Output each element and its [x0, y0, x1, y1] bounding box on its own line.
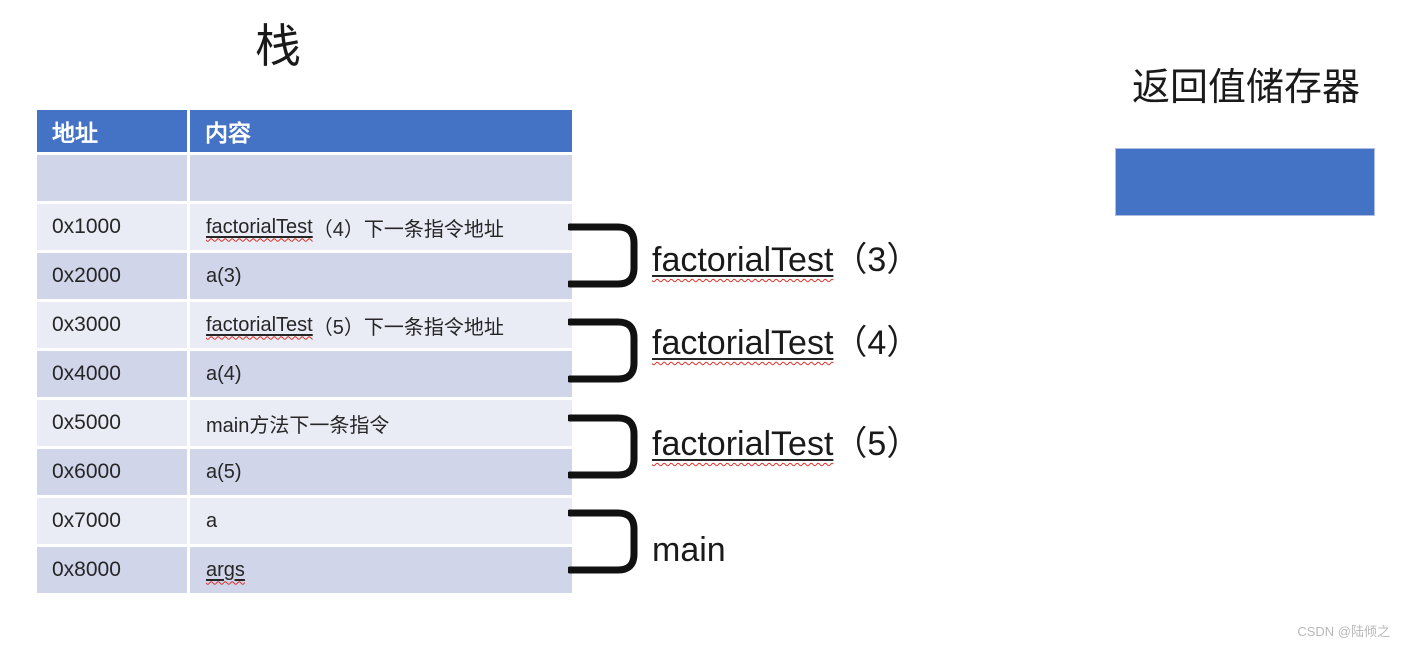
cell-content: a(5)	[190, 449, 572, 495]
table-row-empty	[37, 155, 572, 201]
cell-plain-text: a(4)	[206, 362, 242, 385]
stack-table: 地址 内容 0x1000 factorialTest（4）下一条指令地址 0x2…	[37, 110, 572, 596]
cell-content: factorialTest（4）下一条指令地址	[190, 204, 572, 250]
table-row-0x5000: 0x5000 main方法下一条指令	[37, 400, 572, 446]
cell-content: a	[190, 498, 572, 544]
cell-address: 0x7000	[37, 498, 187, 544]
table-row-0x4000: 0x4000 a(4)	[37, 351, 572, 397]
cell-content	[190, 155, 572, 201]
table-row-0x2000: 0x2000 a(3)	[37, 253, 572, 299]
frame-label-factorialTest-3: factorialTest（3）	[652, 238, 920, 282]
bracket-frame-2	[568, 318, 638, 383]
underlined-code: factorialTest	[206, 215, 313, 238]
bracket-frame-3	[568, 414, 638, 479]
cell-content: main方法下一条指令	[190, 400, 572, 446]
table-row-0x7000: 0x7000 a	[37, 498, 572, 544]
cell-content: a(3)	[190, 253, 572, 299]
cell-plain-text: a(3)	[206, 264, 242, 287]
cell-content: factorialTest（5）下一条指令地址	[190, 302, 572, 348]
frame-label-suffix: （3）	[833, 241, 921, 279]
frame-label-factorialTest-4: factorialTest（4）	[652, 321, 920, 365]
watermark: CSDN @陆倾之	[1297, 624, 1390, 639]
frame-label-main: main	[652, 528, 726, 572]
underlined-code: factorialTest	[652, 425, 834, 463]
return-register-box	[1115, 148, 1375, 216]
underlined-code: args	[206, 558, 245, 581]
cell-plain-text: main方法下一条指令	[206, 414, 390, 437]
cell-address: 0x8000	[37, 547, 187, 593]
table-row-0x3000: 0x3000 factorialTest（5）下一条指令地址	[37, 302, 572, 348]
header-content: 内容	[190, 110, 572, 152]
table-row-0x6000: 0x6000 a(5)	[37, 449, 572, 495]
stack-title: 栈	[255, 20, 301, 72]
cell-plain-text: （5）下一条指令地址	[312, 316, 504, 339]
cell-address: 0x5000	[37, 400, 187, 446]
frame-label-suffix: （4）	[833, 324, 921, 362]
underlined-code: factorialTest	[206, 313, 313, 336]
table-body: 0x1000 factorialTest（4）下一条指令地址 0x2000 a(…	[37, 155, 572, 593]
cell-plain-text: a(5)	[206, 460, 242, 483]
return-register-title: 返回值储存器	[1131, 67, 1360, 109]
cell-address: 0x6000	[37, 449, 187, 495]
header-address: 地址	[37, 110, 187, 152]
underlined-code: factorialTest	[652, 324, 834, 362]
cell-address: 0x1000	[37, 204, 187, 250]
underlined-code: factorialTest	[652, 241, 834, 279]
frame-label-suffix: （5）	[833, 425, 921, 463]
cell-content: args	[190, 547, 572, 593]
cell-plain-text: （4）下一条指令地址	[312, 218, 504, 241]
cell-address: 0x3000	[37, 302, 187, 348]
table-row-0x8000: 0x8000 args	[37, 547, 572, 593]
cell-plain-text: a	[206, 509, 218, 532]
frame-label-factorialTest-5: factorialTest（5）	[652, 422, 920, 466]
cell-address	[37, 155, 187, 201]
bracket-frame-4	[568, 509, 638, 574]
cell-content: a(4)	[190, 351, 572, 397]
bracket-frame-1	[568, 223, 638, 288]
frame-label-suffix: main	[652, 531, 726, 569]
cell-address: 0x2000	[37, 253, 187, 299]
cell-address: 0x4000	[37, 351, 187, 397]
table-row-0x1000: 0x1000 factorialTest（4）下一条指令地址	[37, 204, 572, 250]
table-header-row: 地址 内容	[37, 110, 572, 152]
